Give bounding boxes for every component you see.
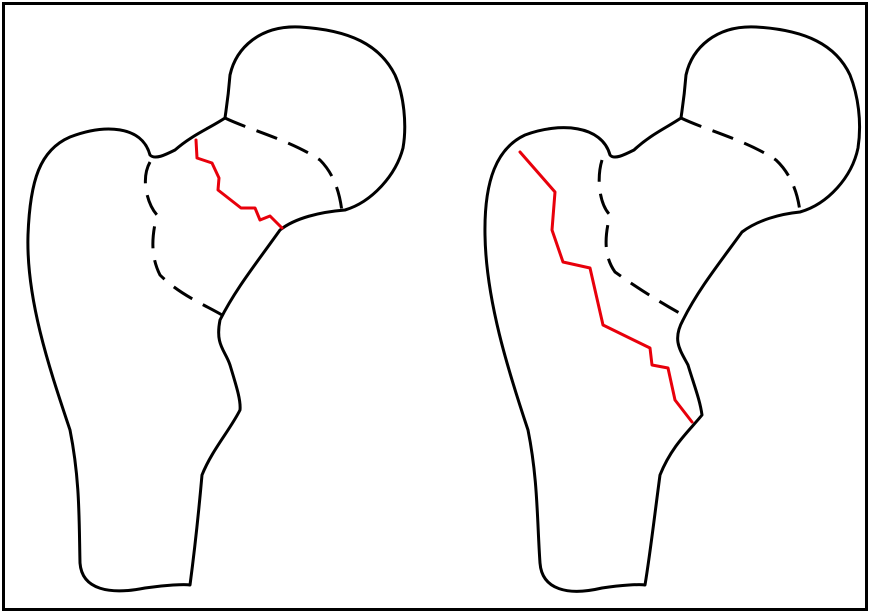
femur-left-fracture-line (196, 140, 282, 228)
femur-left-head-neck-line (225, 118, 342, 212)
femur-left-trochanter-line (145, 162, 222, 315)
figure-frame (4, 4, 867, 610)
femur-left (28, 27, 405, 591)
femur-right-trochanter-line (599, 160, 683, 315)
femur-left-outline (28, 27, 405, 591)
femur-right-fracture-line (520, 152, 692, 422)
femur-right (485, 27, 860, 591)
femur-right-head-neck-line (681, 118, 800, 212)
